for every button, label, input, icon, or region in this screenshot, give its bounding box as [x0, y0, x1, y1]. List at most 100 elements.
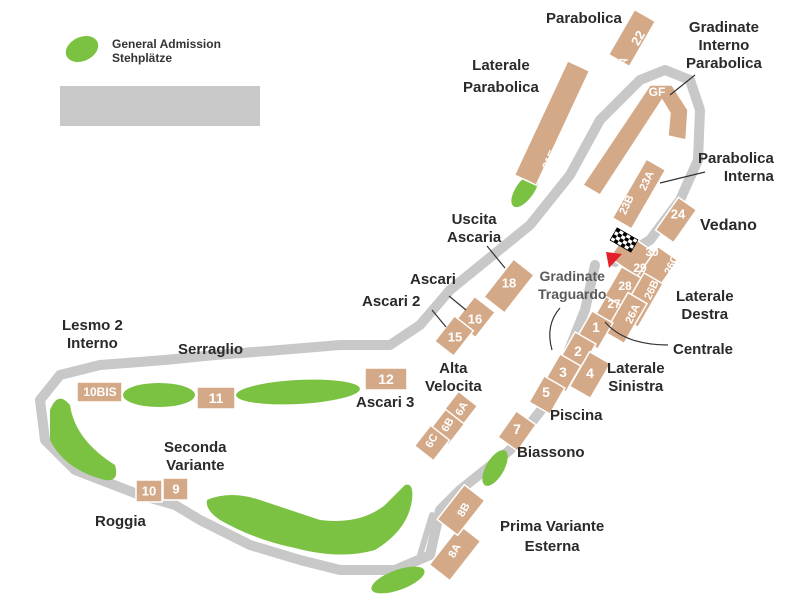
label-line: Variante: [166, 457, 225, 474]
label-line: Alta: [439, 360, 468, 377]
label-line: Sinistra: [608, 378, 664, 395]
stand-number: 11: [209, 390, 224, 406]
label-laterale-sinistra: Laterale Sinistra: [607, 360, 665, 396]
label-parabolica: Parabolica: [546, 10, 622, 27]
stand-block: [513, 59, 591, 187]
stand-blocks: [76, 8, 698, 582]
stand-number: 16: [468, 312, 482, 327]
stand-number: 9: [172, 482, 179, 497]
label-alta-velocita: Alta Velocita: [425, 360, 482, 396]
label-lesmo-2-interno: Lesmo 2 Interno: [62, 317, 123, 353]
label-vedano: Vedano: [700, 217, 757, 234]
stand-number: 30: [645, 245, 659, 259]
stand-number: 1: [592, 319, 600, 335]
stand-number: 18: [502, 276, 516, 291]
ga-area: [123, 383, 195, 407]
ga-area: [371, 566, 425, 594]
stand-block: [528, 374, 566, 416]
label-uscita-ascaria: Uscita Ascaria: [447, 211, 501, 247]
label-centrale: Centrale: [673, 341, 734, 358]
stand-number: 7: [513, 421, 521, 437]
label-laterale-parabolica: Laterale Parabolica: [463, 57, 539, 97]
leader-lines: [431, 74, 706, 351]
stand-number: 2: [574, 343, 582, 359]
label-line: Destra: [681, 306, 729, 323]
stand-number: 29: [633, 261, 647, 275]
label-line: Uscita: [451, 211, 497, 228]
label-line: Interno: [698, 37, 750, 54]
legend-blank-bar: [60, 86, 260, 126]
stand-number: 22: [628, 28, 648, 48]
stand-block: [364, 367, 408, 391]
label-ascari: Ascari: [410, 271, 456, 288]
label-line: Parabolica: [698, 150, 774, 167]
label-gradinate-interno-parabolica: Gradinate Interno Parabolica: [686, 19, 762, 73]
label-ascari-3: Ascari 3: [356, 394, 415, 411]
label-line: Prima Variante: [500, 518, 605, 535]
label-line: Seconda: [164, 439, 227, 456]
stand-number: GF: [649, 85, 666, 99]
stand-number: 4: [586, 365, 594, 381]
stand-block: [496, 409, 538, 453]
label-line: Traguardo: [538, 286, 607, 302]
label-line: Parabolica: [463, 79, 539, 96]
general-admission-areas: [50, 172, 539, 594]
stand-block: [607, 8, 657, 68]
label-line: Velocita: [425, 378, 482, 395]
start-finish-flag-icon: [609, 227, 639, 253]
label-line: Laterale: [472, 57, 530, 74]
stand-number: 21B: [590, 77, 609, 100]
stand-block: [436, 483, 486, 537]
stand-number: 24: [671, 207, 686, 222]
label-prima-variante-esterna: Prima Variante Esterna: [500, 518, 604, 556]
stand-block: [482, 258, 536, 314]
label-line: Laterale: [607, 360, 665, 377]
stand-block: [428, 524, 482, 582]
stand-number: 21C: [575, 102, 594, 125]
stand-number: 10: [142, 484, 156, 499]
ga-area: [50, 398, 117, 481]
stand-block: [135, 479, 163, 503]
stand-number: 10BIS: [83, 385, 116, 399]
stand-number: 15: [448, 330, 462, 345]
label-line: Gradinate: [539, 268, 605, 284]
stand-number: 12: [378, 371, 394, 387]
start-direction-arrow-icon: [606, 252, 622, 268]
stand-block: [413, 424, 451, 462]
stand-number: 5: [542, 384, 550, 400]
label-laterale-destra: Laterale Destra: [676, 288, 734, 324]
label-line: Ascaria: [447, 229, 502, 246]
label-line: Laterale: [676, 288, 734, 305]
label-piscina: Piscina: [550, 407, 603, 424]
label-roggia: Roggia: [95, 513, 146, 530]
legend-general-admission-swatch: [65, 35, 99, 63]
stand-number: 28: [618, 279, 632, 293]
label-ascari-2: Ascari 2: [362, 293, 421, 310]
stand-block: [433, 314, 475, 358]
stand-block: [654, 196, 698, 244]
label-parabolica-interna: Parabolica Interna: [698, 150, 774, 186]
label-seconda-variante: Seconda Variante: [164, 439, 227, 475]
label-line: Interna: [723, 168, 774, 185]
label-line: Esterna: [524, 538, 580, 555]
legend-line: Stehplätze: [112, 51, 173, 65]
stand-block: [611, 158, 667, 230]
stand-number: 3: [559, 364, 567, 380]
stand-block: [162, 477, 189, 501]
stand-number: 27: [607, 297, 621, 311]
label-biassono: Biassono: [517, 444, 585, 461]
label-gradinate-traguardo: Gradinate Traguardo: [538, 268, 606, 302]
ga-area: [236, 379, 360, 405]
label-line: Gradinate: [688, 19, 759, 36]
stand-block: [581, 84, 689, 197]
legend-general-admission-label: General Admission Stehplätze: [112, 37, 221, 65]
label-line: Lesmo 2: [62, 317, 123, 334]
stand-block: [196, 386, 236, 410]
label-line: Interno: [67, 335, 118, 352]
stand-block: [76, 381, 123, 403]
ga-area: [206, 484, 413, 555]
label-serraglio: Serraglio: [178, 341, 244, 358]
legend-line: General Admission: [112, 37, 221, 51]
stand-block: [568, 350, 612, 400]
